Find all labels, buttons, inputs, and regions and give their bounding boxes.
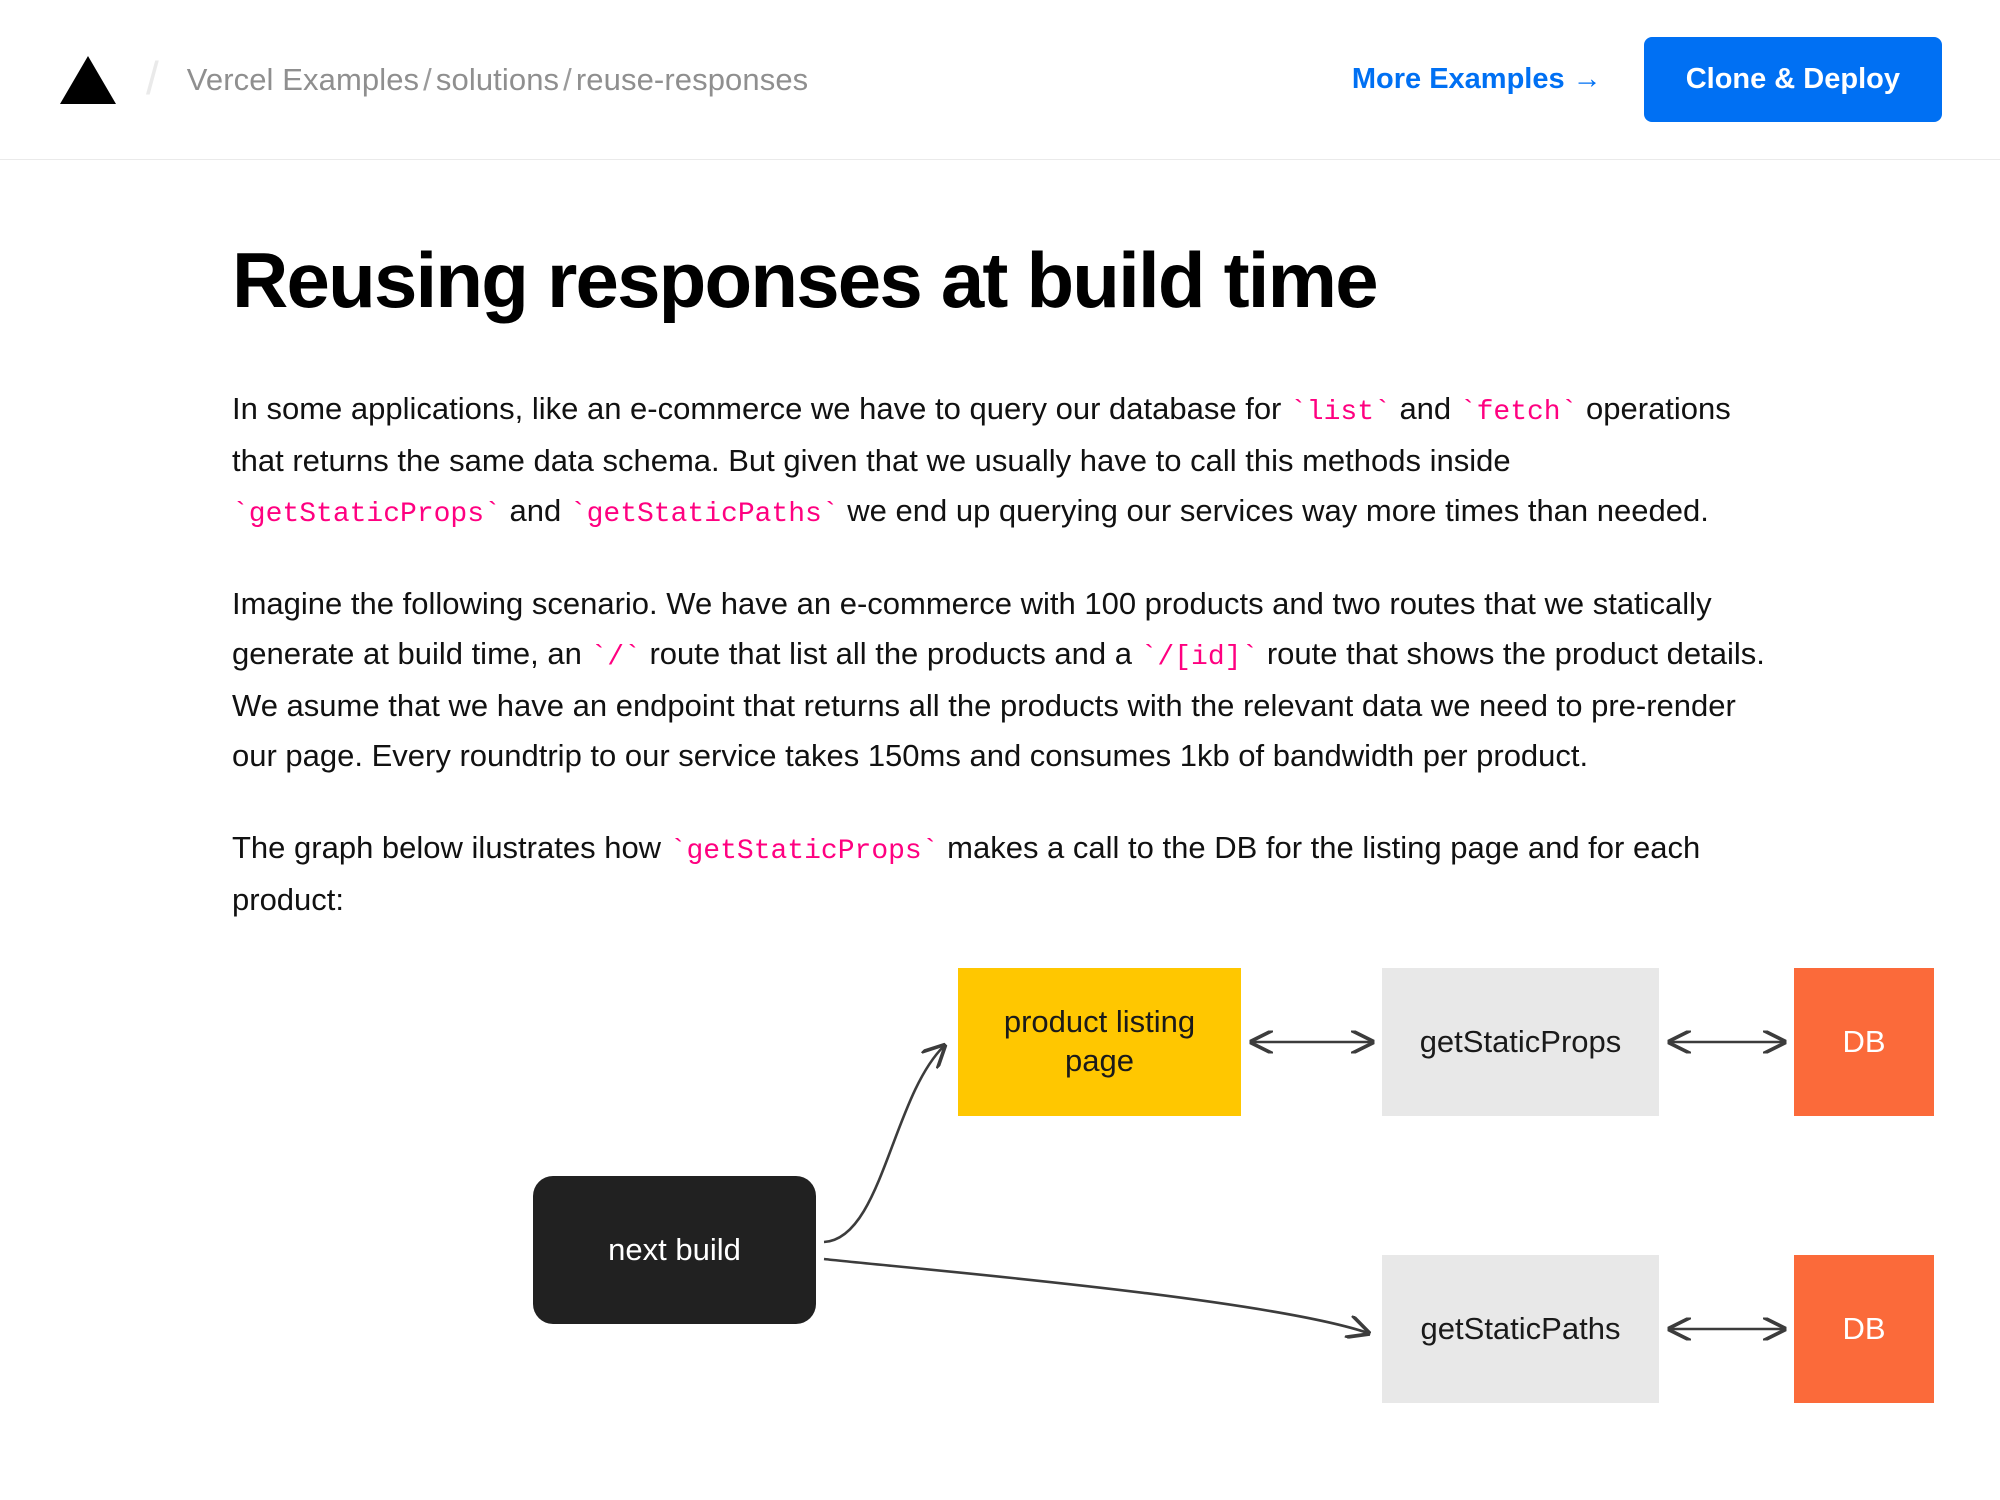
- paragraph-2: Imagine the following scenario. We have …: [232, 586, 1765, 773]
- page-title: Reusing responses at build time: [232, 236, 1379, 324]
- breadcrumb: Vercel Examples/solutions/reuse-response…: [187, 62, 809, 98]
- inline-code: `getStaticProps`: [669, 836, 939, 868]
- product-listing-label-line2: page: [1065, 1042, 1134, 1078]
- inline-code: `getStaticPaths`: [569, 498, 839, 530]
- more-examples-link[interactable]: More Examples →: [1351, 63, 1602, 95]
- inline-code: `fetch`: [1459, 397, 1578, 429]
- inline-code: `/`: [590, 642, 641, 674]
- diagram-node-product-listing-page: product listing page: [958, 967, 1241, 1116]
- breadcrumb-item-solutions[interactable]: solutions: [435, 61, 560, 97]
- diagram-node-get-static-props: getStaticProps: [1382, 967, 1659, 1116]
- paragraph-3: The graph below ilustrates how `getStati…: [232, 830, 1701, 917]
- breadcrumb-item-reuse-responses[interactable]: reuse-responses: [575, 61, 809, 97]
- header-left-group: / Vercel Examples/solutions/reuse-respon…: [58, 54, 808, 106]
- paragraph-1: In some applications, like an e-commerce…: [232, 391, 1731, 530]
- article-content: Reusing responses at build time In some …: [0, 160, 1934, 1403]
- inline-code: `list`: [1290, 397, 1391, 429]
- inline-code: `/[id]`: [1140, 642, 1259, 674]
- diagram-node-get-static-paths: getStaticPaths: [1382, 1254, 1659, 1403]
- vercel-triangle-logo-icon[interactable]: [58, 54, 118, 106]
- header-right-group: More Examples → Clone & Deploy: [1352, 37, 1942, 122]
- build-flow-diagram: product listing page getStaticProps DB n…: [232, 967, 2000, 1403]
- breadcrumb-item-vercel-examples[interactable]: Vercel Examples: [186, 61, 420, 97]
- diagram-node-next-build: next build: [533, 1175, 816, 1324]
- clone-and-deploy-button[interactable]: Clone & Deploy: [1643, 37, 1942, 122]
- breadcrumb-separator-2: /: [563, 61, 572, 97]
- diagram-connectors: [823, 967, 2000, 1387]
- edge-nextbuild-to-listing: [823, 1046, 944, 1244]
- inline-code: `getStaticProps`: [232, 498, 501, 530]
- product-listing-label-line1: product listing: [1003, 1004, 1196, 1040]
- edge-nextbuild-to-gspaths: [823, 1257, 1368, 1333]
- diagram-node-db-bottom: DB: [1794, 1254, 1934, 1403]
- diagram-node-db-top: DB: [1794, 967, 1934, 1116]
- breadcrumb-separator-1: /: [423, 61, 432, 97]
- logo-breadcrumb-divider: /: [146, 51, 159, 104]
- site-header: / Vercel Examples/solutions/reuse-respon…: [0, 0, 2000, 160]
